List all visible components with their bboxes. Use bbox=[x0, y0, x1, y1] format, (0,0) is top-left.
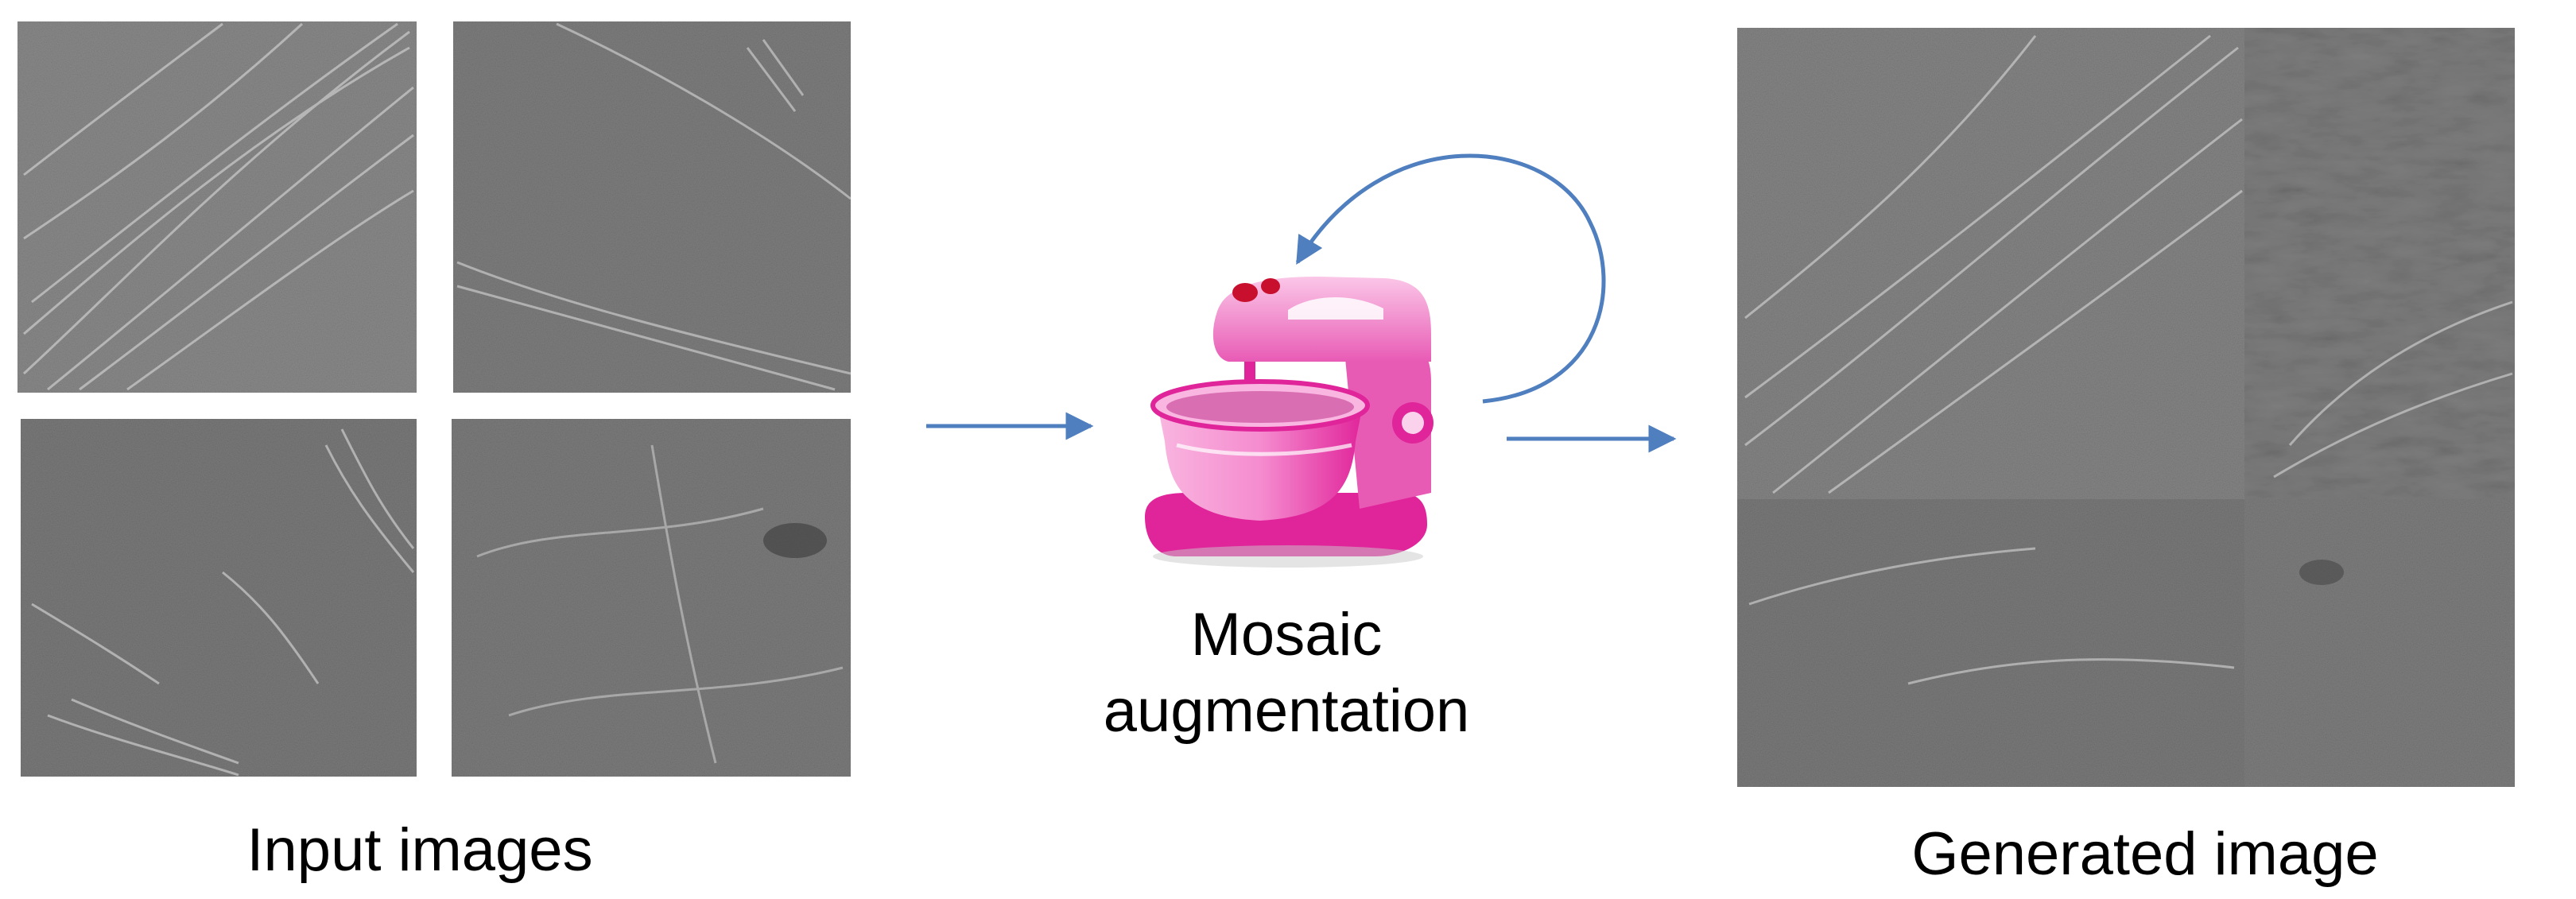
stand-mixer-icon bbox=[1145, 277, 1433, 568]
generated-image bbox=[1737, 28, 2515, 787]
mosaic-augmentation-label-line2: augmentation bbox=[1104, 677, 1470, 745]
generated-image-label: Generated image bbox=[1911, 820, 2378, 888]
input-image-bottom-left bbox=[21, 419, 417, 777]
input-images-label: Input images bbox=[246, 816, 592, 884]
input-image-top-left bbox=[17, 21, 417, 393]
mosaic-augmentation-label-line1: Mosaic bbox=[1191, 601, 1383, 668]
curved-arrow-icon bbox=[1295, 153, 1606, 404]
input-images-grid bbox=[17, 21, 852, 777]
input-image-bottom-right bbox=[452, 419, 851, 777]
input-image-top-right bbox=[453, 21, 852, 393]
